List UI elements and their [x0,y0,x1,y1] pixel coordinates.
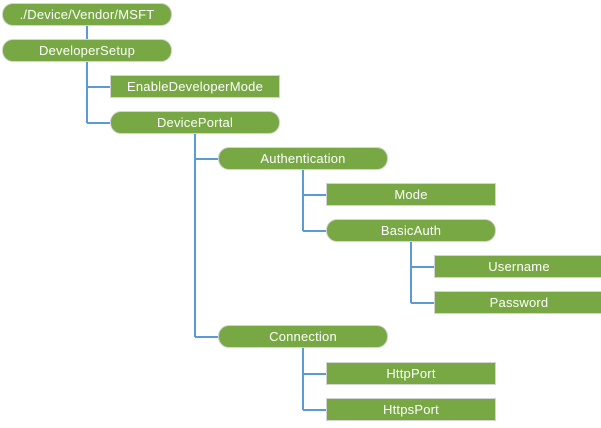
node-deviceportal[interactable]: DevicePortal [110,111,280,134]
node-username-label: Username [488,259,550,274]
node-httpsport-label: HttpsPort [383,402,439,417]
node-authentication[interactable]: Authentication [218,147,388,170]
node-authentication-label: Authentication [260,151,346,166]
node-httpport-label: HttpPort [386,366,436,381]
node-httpport[interactable]: HttpPort [326,362,496,385]
node-enabledevelopermode[interactable]: EnableDeveloperMode [110,75,280,98]
node-connection-label: Connection [269,329,337,344]
node-basicauth[interactable]: BasicAuth [326,219,496,242]
node-mode[interactable]: Mode [326,183,496,206]
node-deviceportal-label: DevicePortal [156,115,234,130]
node-basicauth-label: BasicAuth [380,223,442,238]
node-developersetup[interactable]: DeveloperSetup [2,39,172,62]
node-enabledevelopermode-label: EnableDeveloperMode [126,79,264,94]
node-connection[interactable]: Connection [218,325,388,348]
node-password-label: Password [489,295,549,310]
node-mode-label: Mode [394,187,428,202]
node-developersetup-label: DeveloperSetup [38,43,136,58]
node-root-label: ./Device/Vendor/MSFT [19,7,155,22]
node-username[interactable]: Username [434,255,601,278]
node-httpsport[interactable]: HttpsPort [326,398,496,421]
node-password[interactable]: Password [434,291,601,314]
node-root[interactable]: ./Device/Vendor/MSFT [2,3,172,26]
